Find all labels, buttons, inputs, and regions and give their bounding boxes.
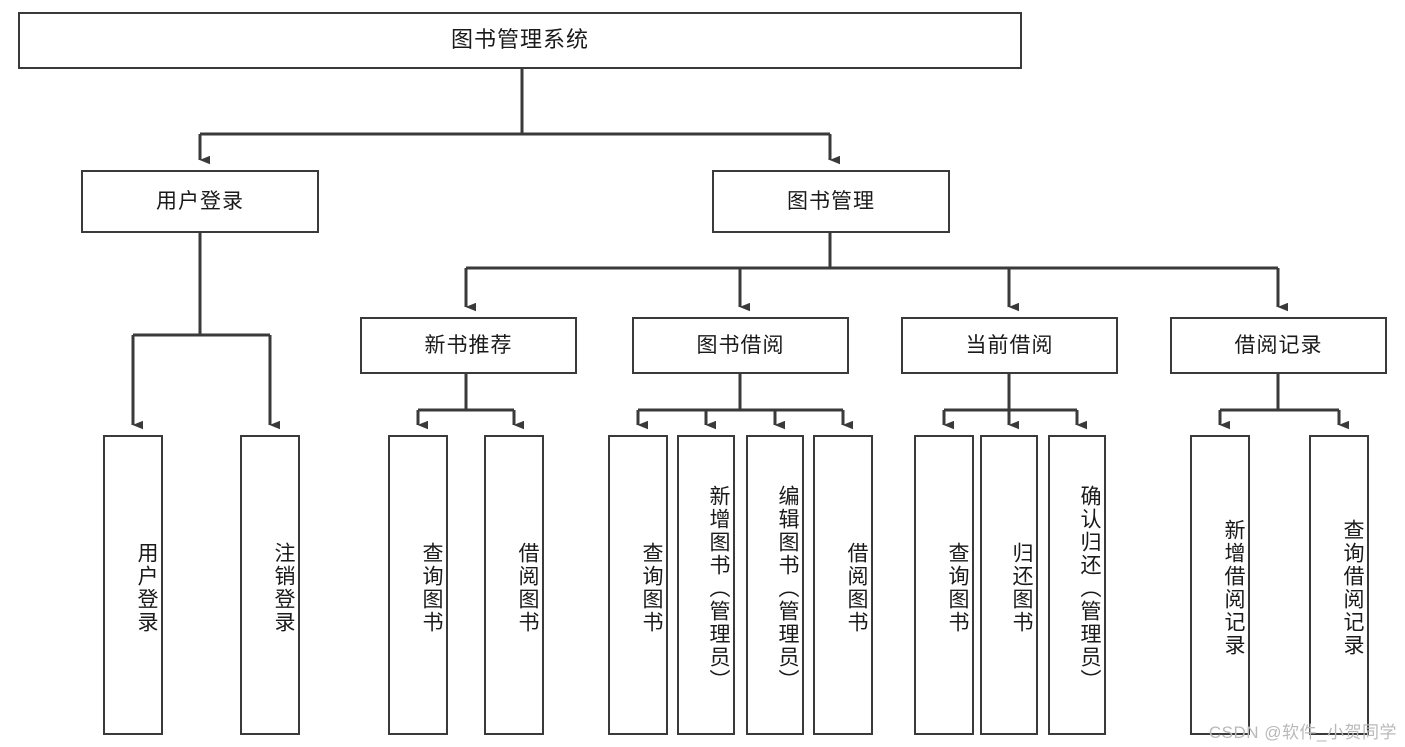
node-label: 用户登录 (156, 189, 244, 213)
leaf-borrow-book-1[interactable]: 借阅图书 (484, 435, 544, 735)
node-root-system[interactable]: 图书管理系统 (18, 12, 1022, 69)
node-label: 查询图书 (946, 542, 969, 634)
node-new-book-recommend[interactable]: 新书推荐 (360, 317, 577, 374)
leaf-query-book-3[interactable]: 查询图书 (914, 435, 974, 735)
node-book-manage[interactable]: 图书管理 (712, 170, 950, 233)
node-label: 注销登录 (272, 542, 295, 634)
node-label: 借阅图书 (845, 542, 868, 634)
node-label: 确认归还（管理员） (1078, 484, 1101, 692)
leaf-query-book-1[interactable]: 查询图书 (388, 435, 448, 735)
leaf-user-login[interactable]: 用户登录 (103, 435, 163, 735)
node-label: 查询图书 (420, 542, 443, 634)
csdn-watermark: CSDN @软件_小贺同学 (1208, 723, 1397, 742)
leaf-borrow-book-2[interactable]: 借阅图书 (813, 435, 873, 735)
node-label: 归还图书 (1010, 542, 1033, 634)
node-current-borrow[interactable]: 当前借阅 (901, 317, 1118, 374)
node-label: 查询图书 (640, 542, 663, 634)
leaf-query-book-2[interactable]: 查询图书 (608, 435, 668, 735)
node-user-login[interactable]: 用户登录 (81, 170, 319, 233)
leaf-edit-book[interactable]: 编辑图书（管理员） (746, 435, 804, 735)
leaf-return-book[interactable]: 归还图书 (980, 435, 1038, 735)
node-label: 用户登录 (135, 542, 158, 634)
leaf-query-record[interactable]: 查询借阅记录 (1309, 435, 1369, 735)
node-label: 借阅图书 (516, 542, 539, 634)
node-label: 当前借阅 (965, 333, 1054, 357)
node-label: 新增图书（管理员） (707, 484, 730, 692)
node-borrow-record[interactable]: 借阅记录 (1170, 317, 1387, 374)
node-label: 图书借阅 (696, 333, 785, 357)
node-label: 新增借阅记录 (1222, 519, 1245, 657)
node-book-borrow[interactable]: 图书借阅 (632, 317, 849, 374)
node-label: 编辑图书（管理员） (776, 484, 799, 692)
node-label: 图书管理 (787, 189, 875, 213)
node-label: 查询借阅记录 (1341, 519, 1364, 657)
leaf-confirm-return[interactable]: 确认归还（管理员） (1048, 435, 1106, 735)
node-label: 借阅记录 (1234, 333, 1323, 357)
leaf-add-record[interactable]: 新增借阅记录 (1190, 435, 1250, 735)
node-label: 图书管理系统 (450, 27, 589, 53)
leaf-add-book[interactable]: 新增图书（管理员） (677, 435, 735, 735)
node-label: 新书推荐 (424, 333, 513, 357)
leaf-logout-login[interactable]: 注销登录 (240, 435, 300, 735)
